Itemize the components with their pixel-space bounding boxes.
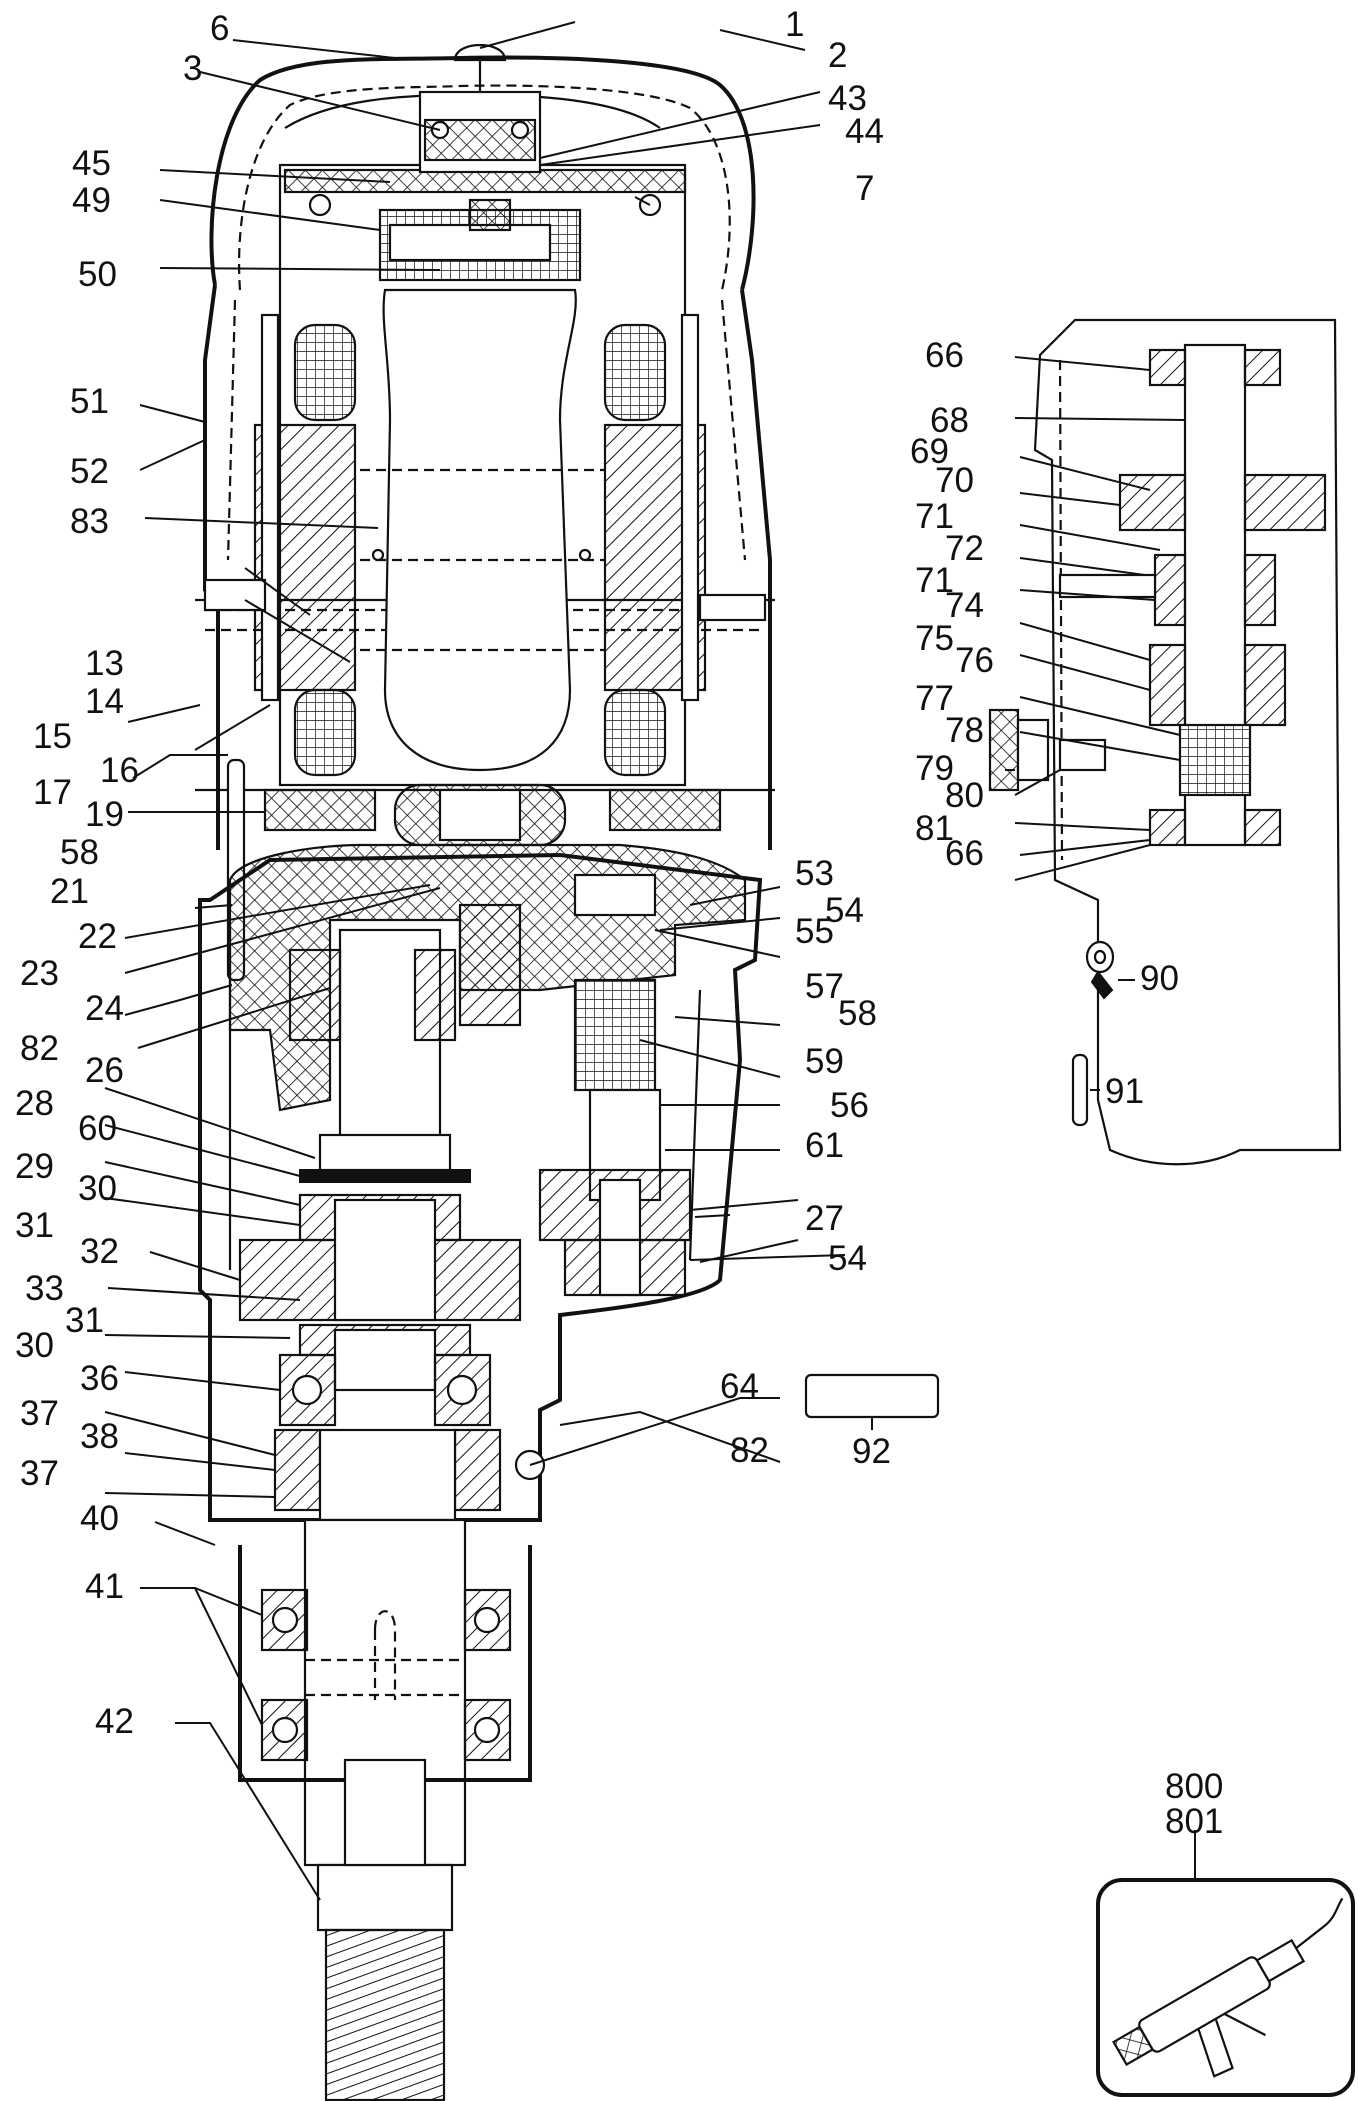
callout-53: 53 — [795, 854, 834, 893]
callout-51: 51 — [70, 382, 109, 421]
callout-49: 49 — [72, 181, 111, 220]
callout-22: 22 — [78, 917, 117, 956]
callout-58a: 58 — [60, 833, 99, 872]
callout-83: 83 — [70, 502, 109, 541]
callout-76: 76 — [955, 641, 994, 680]
callout-36: 36 — [80, 1359, 119, 1398]
grease-gun-kit — [1096, 1830, 1355, 2097]
callout-43: 43 — [828, 79, 867, 118]
callout-14: 14 — [85, 682, 124, 721]
callout-74: 74 — [945, 586, 984, 625]
callout-38: 38 — [80, 1417, 119, 1456]
callout-81: 81 — [915, 809, 954, 848]
callout-68: 68 — [930, 401, 969, 440]
callout-17: 17 — [33, 773, 72, 812]
callout-29: 29 — [15, 1147, 54, 1186]
callout-82a: 82 — [20, 1029, 59, 1068]
callout-52: 52 — [70, 452, 109, 491]
callout-24: 24 — [85, 989, 124, 1028]
callout-19: 19 — [85, 795, 124, 834]
callout-55: 55 — [795, 912, 834, 951]
callout-32: 32 — [80, 1232, 119, 1271]
callout-42: 42 — [95, 1702, 134, 1741]
callout-28: 28 — [15, 1084, 54, 1123]
callout-41: 41 — [85, 1567, 124, 1606]
leader-lines — [104, 21, 1186, 1901]
callout-66a: 66 — [925, 336, 964, 375]
callout-72: 72 — [945, 529, 984, 568]
loose-parts — [1071, 940, 1115, 1127]
callout-30b: 30 — [15, 1326, 54, 1365]
callout-54b: 54 — [828, 1239, 867, 1278]
callout-27: 27 — [805, 1199, 844, 1238]
callout-59: 59 — [805, 1042, 844, 1081]
output-spindle — [238, 928, 532, 2101]
callout-56: 56 — [830, 1086, 869, 1125]
callout-2: 2 — [828, 36, 847, 75]
callout-90: 90 — [1140, 959, 1179, 998]
callout-6: 6 — [210, 9, 229, 48]
callout-60: 60 — [78, 1109, 117, 1148]
callout-16: 16 — [100, 751, 139, 790]
callout-45: 45 — [72, 144, 111, 183]
callout-23: 23 — [20, 954, 59, 993]
callout-75: 75 — [915, 619, 954, 658]
callout-82b: 82 — [730, 1431, 769, 1470]
callout-77: 77 — [915, 679, 954, 718]
callout-31b: 31 — [65, 1301, 104, 1340]
label-plate — [804, 1373, 940, 1430]
callout-50: 50 — [78, 255, 117, 294]
armature-and-field — [203, 288, 767, 777]
callout-15: 15 — [33, 717, 72, 756]
callout-54a: 54 — [825, 891, 864, 930]
callout-80: 80 — [945, 776, 984, 815]
callout-78: 78 — [945, 711, 984, 750]
callout-26: 26 — [85, 1051, 124, 1090]
callout-70: 70 — [935, 461, 974, 500]
callout-37b: 37 — [20, 1454, 59, 1493]
callout-69: 69 — [910, 432, 949, 471]
callout-64: 64 — [720, 1367, 759, 1406]
callout-40: 40 — [80, 1499, 119, 1538]
callout-37a: 37 — [20, 1394, 59, 1433]
callout-92: 92 — [852, 1432, 891, 1471]
callout-61: 61 — [805, 1126, 844, 1165]
callout-31a: 31 — [15, 1206, 54, 1245]
callout-58b: 58 — [838, 994, 877, 1033]
callout-44: 44 — [845, 112, 884, 151]
commutator — [378, 198, 582, 282]
switch-assembly — [418, 43, 542, 174]
callout-91: 91 — [1105, 1072, 1144, 1111]
callout-7: 7 — [855, 169, 874, 208]
callout-800: 800 — [1165, 1767, 1223, 1806]
callout-1: 1 — [785, 5, 804, 44]
callout-801: 801 — [1165, 1802, 1223, 1841]
callout-79: 79 — [915, 749, 954, 788]
callout-71b: 71 — [915, 561, 954, 600]
callout-57: 57 — [805, 967, 844, 1006]
callout-71a: 71 — [915, 497, 954, 536]
callout-3: 3 — [183, 49, 202, 88]
callout-13: 13 — [85, 644, 124, 683]
callout-30a: 30 — [78, 1169, 117, 1208]
callout-66b: 66 — [945, 834, 984, 873]
callout-labels: 1 2 3 6 43 44 45 7 49 50 51 52 83 13 14 … — [15, 5, 1223, 1841]
callout-21: 21 — [50, 872, 89, 911]
intermediate-shaft-inset — [988, 318, 1342, 1166]
gear-train — [458, 873, 692, 1297]
callout-33: 33 — [25, 1269, 64, 1308]
